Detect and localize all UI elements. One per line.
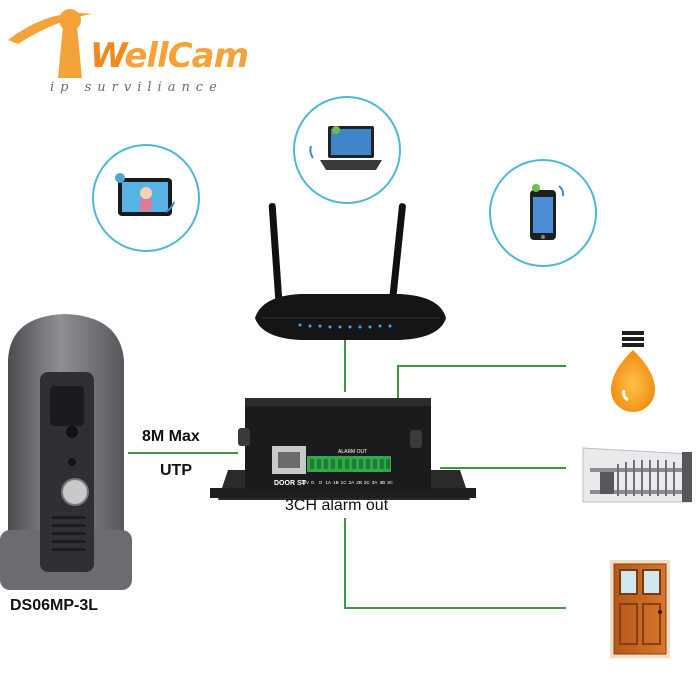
terminal-label: 3B — [379, 480, 385, 485]
door-station-camera — [0, 314, 132, 590]
smartphone-icon — [530, 184, 565, 240]
model-label: DS06MP-3L — [10, 597, 99, 614]
terminal-label: 3C — [387, 480, 394, 485]
tablet-icon — [115, 173, 175, 216]
light-bulb-icon — [611, 331, 655, 412]
brand-name: WellCam — [90, 36, 249, 76]
laptop-client — [293, 96, 401, 204]
controller-to-bulb-line — [397, 365, 566, 400]
terminal-label: 2A — [349, 480, 356, 485]
terminal-label: 12V — [301, 480, 310, 485]
door-st-label: DOOR ST — [274, 480, 307, 487]
controller-to-door-line — [344, 518, 566, 609]
tablet-client — [92, 144, 200, 252]
terminal-block — [307, 456, 391, 472]
brand-logo: WellCam ip surviliance — [0, 0, 260, 110]
brand-tagline: ip surviliance — [50, 80, 223, 95]
terminal-label: 1C — [341, 480, 348, 485]
laptop-icon — [309, 126, 382, 170]
connection-lines — [128, 338, 566, 609]
phone-client — [489, 159, 597, 267]
router-icon — [255, 203, 446, 340]
terminal-label: 1A — [325, 480, 332, 485]
brand-name-first: W — [90, 36, 125, 76]
terminal-label: G — [319, 480, 323, 485]
alarm-out-label: 3CH alarm out — [285, 497, 389, 514]
keyhole-logo-icon — [8, 9, 92, 78]
terminal-label: 1B — [333, 480, 339, 485]
terminal-label: 3A — [372, 480, 379, 485]
ethernet-port-icon — [272, 446, 306, 474]
sliding-gate-icon — [582, 447, 692, 503]
terminal-label: 2C — [364, 480, 371, 485]
terminal-label: G — [311, 480, 315, 485]
alarm-out-header: ALARM OUT — [338, 449, 367, 455]
cable-length-label: 8M Max — [142, 428, 200, 445]
brand-name-rest: ellCam — [124, 36, 249, 76]
door-icon — [610, 560, 670, 658]
cable-type-label: UTP — [160, 462, 192, 479]
terminal-label: 2B — [356, 480, 362, 485]
